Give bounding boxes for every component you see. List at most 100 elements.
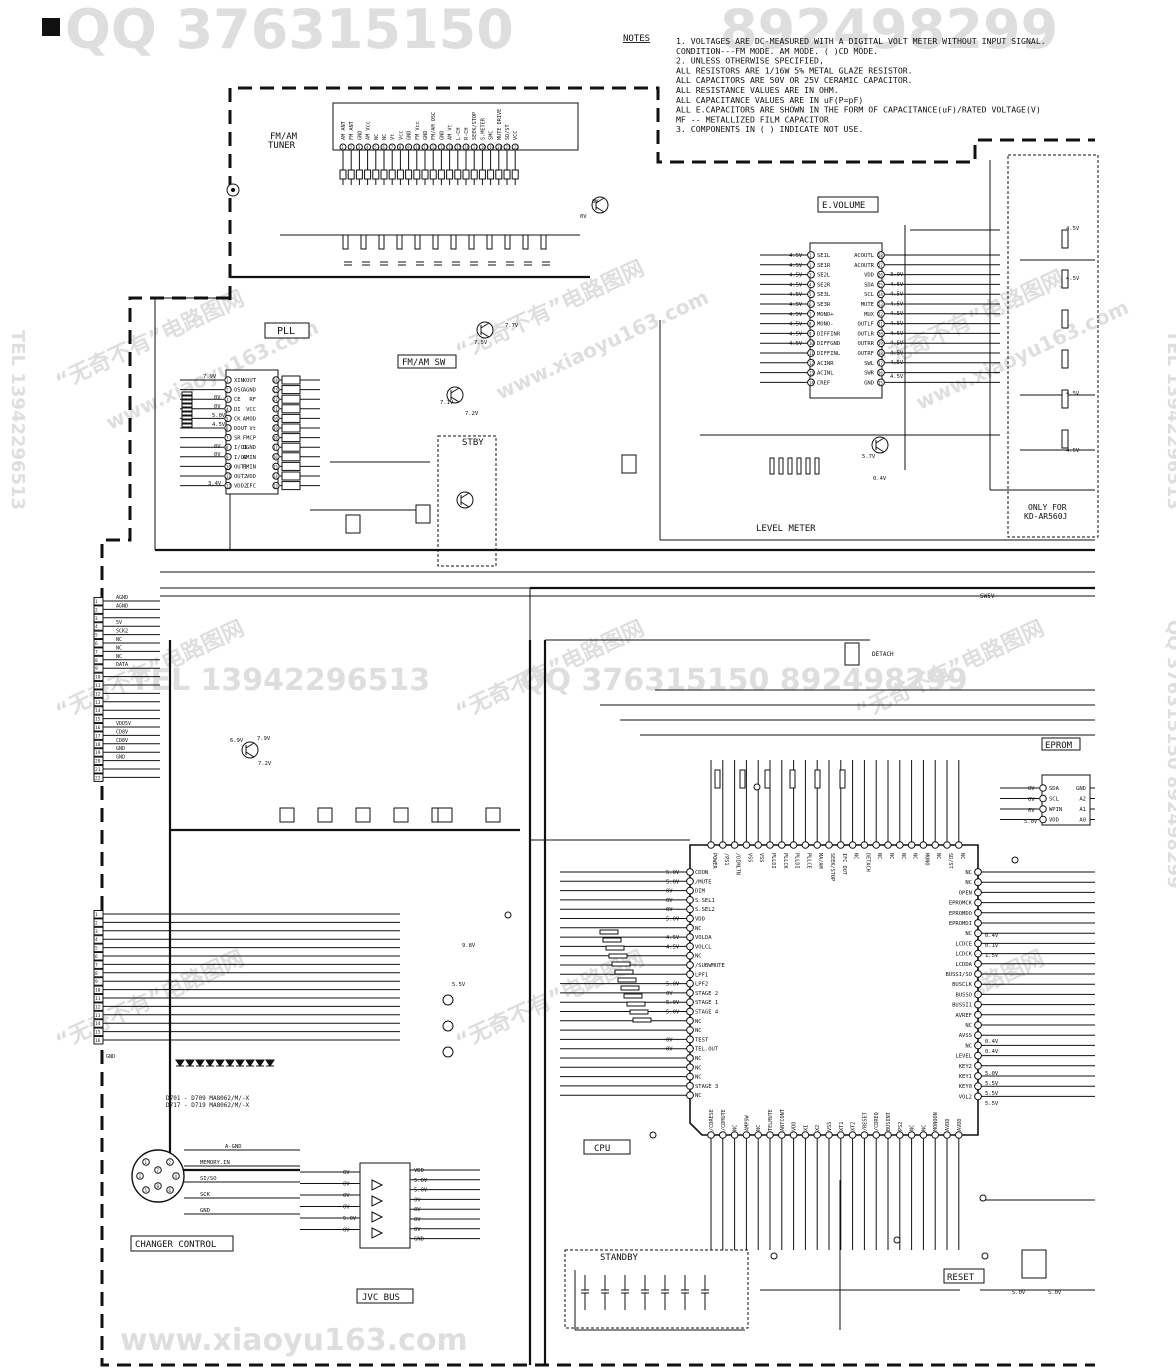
resistor [396,234,403,250]
resistor [414,234,421,250]
cpu-pin [943,1131,951,1139]
label-text: NC [733,1125,739,1131]
label-text: 1 [809,253,812,258]
diode-note-1: D701 - D709 MA8062/M/-X [166,1095,249,1102]
label-text: POWER [711,853,717,869]
label-text: 7.9V [203,374,217,380]
label-text: 20 [273,416,278,421]
label-text: 12 [95,691,101,697]
label-text: 7 [157,1168,160,1173]
pin-circle [347,143,355,151]
label-text: GND [116,755,125,761]
pll-pin [272,376,280,384]
connector-pin [93,943,104,953]
connector-pin [93,1010,104,1020]
eprom-box [1041,737,1081,751]
label-text: A-GND [225,1144,242,1150]
test-point [893,1236,901,1244]
watermark-tel-side: TEL 13942296513 [1163,330,1176,510]
cpu-pin [686,1063,694,1072]
evol-pin [877,270,885,279]
resistor [805,457,811,475]
label-text: 5.0V [1012,1290,1026,1296]
cpu-pin [686,951,694,960]
eprom-pin [1039,815,1047,824]
label-text: VOLCL [695,944,712,950]
label-text: DETACH [864,853,870,872]
label-text: 12 [432,145,437,150]
pll-pin [224,433,232,442]
notes-block: NOTES 1. VOLTAGES ARE DC-MEASURED WITH A… [623,34,1046,134]
cpu-pin [825,841,833,849]
pin-box [511,169,519,180]
notes-line: ALL CAPACITORS ARE 50V OR 25V CERAMIC CA… [676,75,913,85]
notes-lines: 1. VOLTAGES ARE DC-MEASURED WITH A DIGIT… [676,36,1046,134]
evol-pin [877,349,885,357]
label-text: 4 [175,1174,178,1179]
connector-pin [93,613,104,623]
pin-box [454,169,462,180]
din-pin [142,1158,150,1166]
label-text: NC [853,853,859,859]
connector-pin [93,977,104,986]
label-text: VCC [513,131,519,140]
label-text: 6 [383,145,386,150]
wire [460,501,470,508]
cpu-pin [974,980,982,989]
pin-box [413,169,421,180]
label-text: 0V [343,1193,350,1199]
cpu-pin [974,939,982,948]
diode [255,1059,265,1067]
label-text: 7 [95,962,98,968]
label-text: 5.0V [1048,1290,1062,1296]
label-text: 0V [666,907,673,913]
wire [245,751,255,758]
label-text: SWL [864,361,875,367]
label-text: 0.4V [873,476,887,482]
wire [875,437,885,444]
label-text: SI/SO [200,1176,217,1182]
pll-ic [225,369,279,495]
connector-pin [93,994,104,1003]
connector-pin [93,1019,104,1028]
cpu-pin [884,1131,892,1139]
connector-pin [93,689,104,698]
jvc-ic [359,1162,411,1249]
label-text: BUSSI1 [952,1003,972,1009]
pin-box [347,169,355,180]
label-text: BUSSO [955,992,972,998]
din-pin [142,1186,150,1194]
connector-pin [93,756,104,766]
label-text: SD/ST [947,853,953,869]
evol-pin [877,260,885,269]
label-text: 9 [95,979,98,985]
connector-pin [93,748,104,757]
resistor [796,457,802,475]
label-text: 22 [95,775,101,781]
label-text: SDA [864,282,875,288]
cpu-pin [686,1026,694,1034]
label-text: NC [116,637,122,643]
resistor [181,411,193,416]
label-text: CREF [817,380,830,386]
label-text: ACOUTR [854,263,875,269]
label-text: 4.5V [890,331,904,337]
pin-circle [388,143,396,151]
e-volume-box [817,196,879,213]
notes-line: 2. UNLESS OTHERWISE SPECIFIED, [676,56,824,66]
connector-pin [93,773,104,782]
pin-box [487,169,495,180]
label-text: VDD [414,1168,424,1174]
label-text: 0V [414,1197,421,1203]
pll-pin [272,424,280,432]
label-text: 4.5V [789,341,803,347]
cpu-pin [884,841,892,849]
label-text: 14 [448,145,453,150]
buffer [371,1227,384,1239]
label-text: 11 [424,145,429,150]
label-text: 6 [226,426,229,431]
label-text: FM/AM OSC [431,112,437,140]
label-text: 21 [878,322,883,327]
label-text: 2 [226,388,229,393]
cpu-pin [766,1131,774,1139]
